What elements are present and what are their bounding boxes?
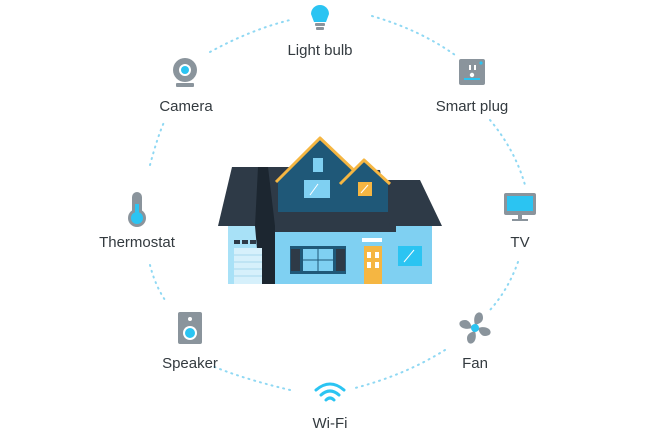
device-camera: Camera (140, 98, 232, 115)
ring-arc-top-left (209, 19, 291, 53)
device-label-camera: Camera (159, 98, 213, 115)
house-icon (218, 136, 442, 284)
ring-arc-top-right (371, 15, 456, 56)
smart-plug-icon (459, 59, 485, 85)
device-label-smart-plug: Smart plug (435, 98, 509, 115)
tv-icon (504, 193, 536, 221)
device-label-speaker: Speaker (162, 355, 218, 372)
ring-arc-left-lower (149, 264, 166, 301)
wifi-icon (314, 382, 346, 402)
ring-arc-right-lower (489, 261, 519, 311)
device-speaker: Speaker (140, 355, 240, 372)
fan-icon (459, 312, 491, 344)
device-wifi: Wi-Fi (290, 415, 370, 432)
device-label-wifi: Wi-Fi (312, 415, 348, 432)
device-light-bulb: Light bulb (260, 42, 380, 59)
device-tv: TV (490, 234, 550, 251)
device-label-thermostat: Thermostat (99, 234, 175, 251)
device-label-light-bulb: Light bulb (287, 42, 353, 59)
speaker-icon (178, 312, 202, 344)
camera-icon (173, 58, 197, 87)
thermostat-icon (128, 192, 146, 227)
ring-arc-right-upper (489, 119, 526, 186)
device-label-fan: Fan (462, 355, 488, 372)
ring-arc-bottom-right (354, 349, 446, 389)
device-label-tv: TV (510, 234, 530, 251)
ring-arc-left-upper (149, 119, 166, 166)
house-garage-door (234, 248, 262, 284)
device-fan: Fan (445, 355, 505, 372)
house-door (364, 246, 382, 284)
light-bulb-icon (311, 5, 329, 30)
device-thermostat: Thermostat (82, 234, 192, 251)
house-gable-main (278, 140, 358, 212)
connection-ring (149, 15, 526, 391)
device-smart-plug: Smart plug (412, 98, 532, 115)
